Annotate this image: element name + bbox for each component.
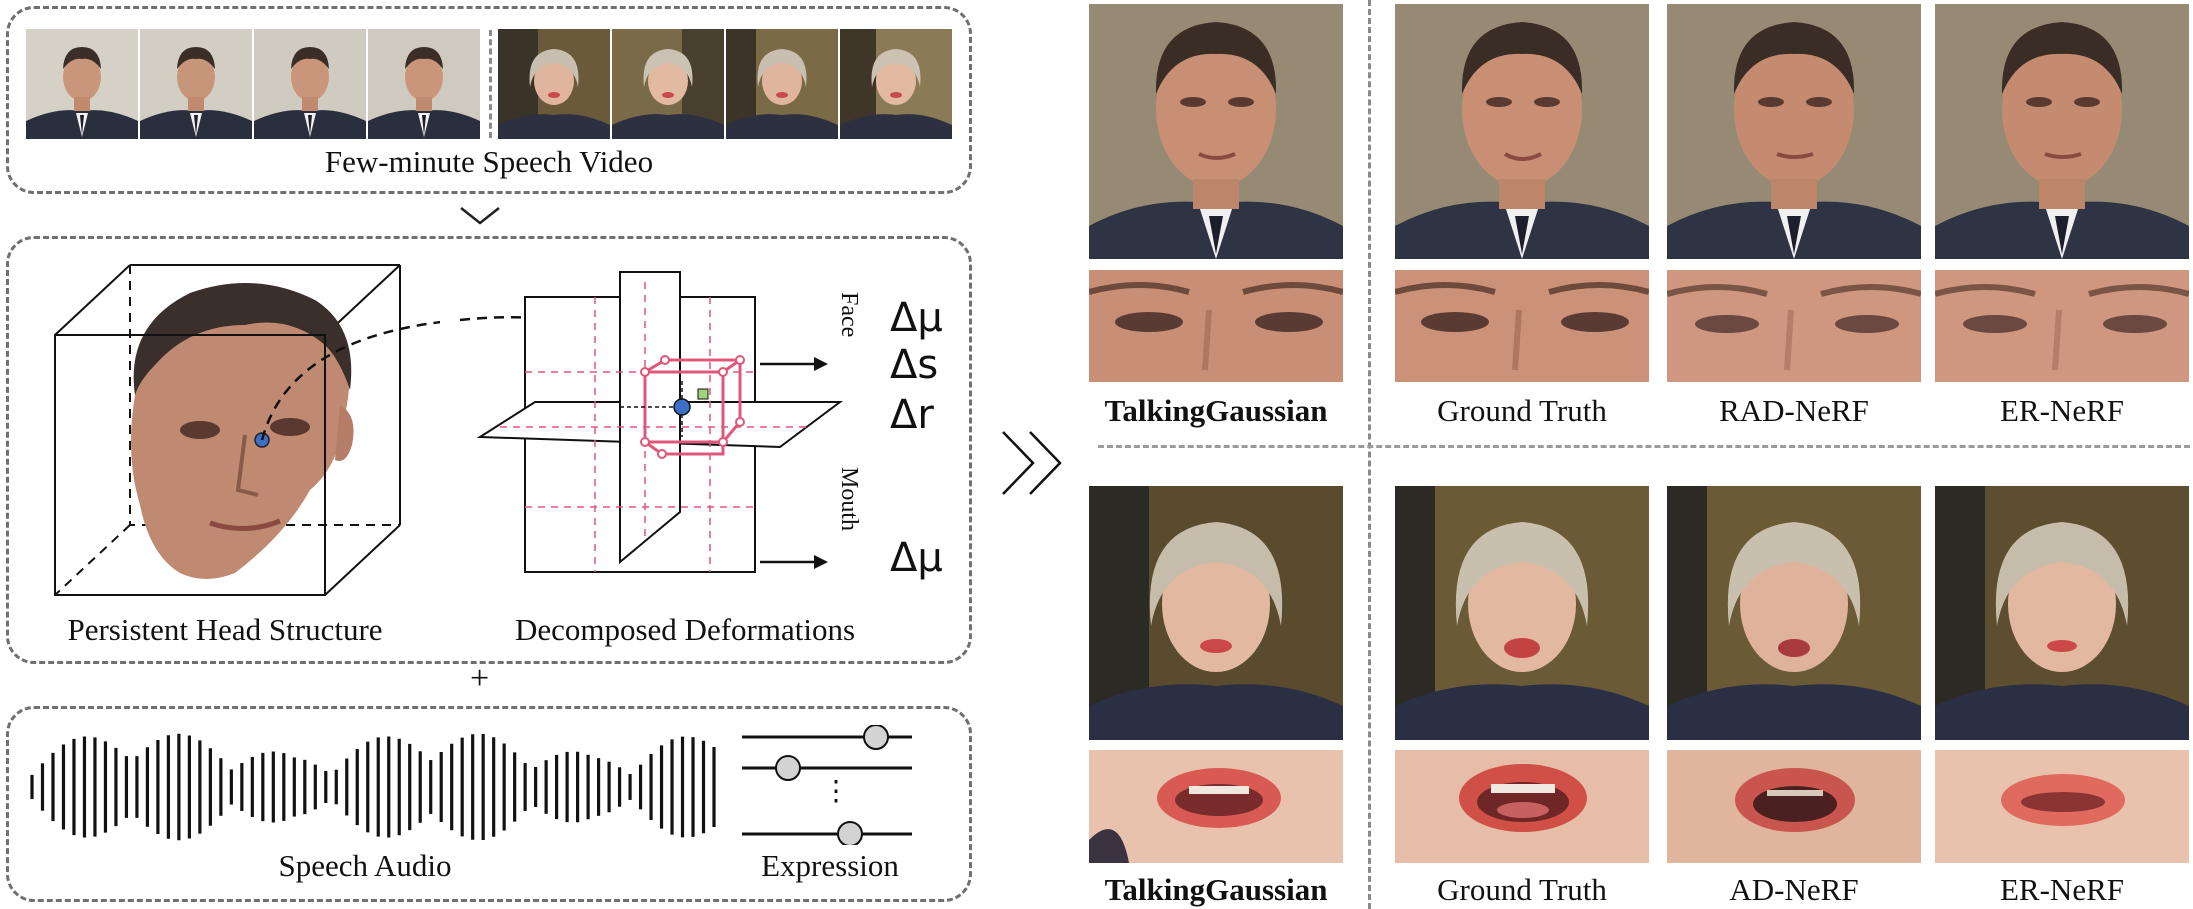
method-label-ours: TalkingGaussian	[1104, 872, 1328, 907]
mouth-delta-mu: Δμ	[890, 535, 943, 581]
deformation-diagram	[476, 271, 843, 573]
divider	[1368, 0, 1371, 909]
method-label-ours: TalkingGaussian	[1104, 393, 1328, 428]
result-face	[1395, 486, 1649, 740]
video-frame	[726, 29, 838, 139]
result-eye-crop	[1667, 270, 1921, 382]
video-panel	[6, 6, 972, 194]
result-eye-crop	[1935, 270, 2189, 382]
double-chevron-right-icon	[1002, 431, 1062, 495]
result-face	[1089, 486, 1343, 740]
deform-caption: Decomposed Deformations	[514, 612, 856, 647]
method-label: RAD-NeRF	[1719, 393, 1869, 428]
method-label: Ground Truth	[1437, 872, 1607, 907]
head-mesh	[131, 283, 354, 579]
result-mouth-crop	[1935, 750, 2189, 863]
audio-caption: Speech Audio	[278, 848, 452, 883]
result-mouth-crop	[1667, 750, 1921, 863]
method-label: AD-NeRF	[1729, 872, 1859, 907]
method-label: ER-NeRF	[2000, 393, 2124, 428]
result-face	[1089, 4, 1343, 259]
plus-sign: +	[470, 660, 490, 697]
chevron-down-icon	[460, 207, 500, 225]
video-frame	[254, 29, 366, 139]
result-mouth-crop	[1395, 750, 1649, 863]
video-frame	[368, 29, 480, 139]
result-eye-crop	[1089, 270, 1343, 382]
face-delta-mu: Δμ	[890, 295, 943, 341]
vertical-ellipsis: ⋮	[822, 776, 850, 807]
expression-caption: Expression	[761, 848, 899, 883]
video-frame	[140, 29, 252, 139]
result-mouth-crop	[1089, 750, 1343, 863]
head-caption: Persistent Head Structure	[67, 612, 383, 647]
video-frame	[840, 29, 952, 139]
face-label: Face	[836, 292, 862, 338]
mouth-label: Mouth	[836, 467, 862, 532]
video-caption: Few-minute Speech Video	[324, 144, 654, 179]
expression-sliders	[742, 725, 912, 845]
face-delta-s: Δs	[890, 342, 939, 388]
condition-panel	[6, 706, 972, 902]
result-face	[1667, 4, 1921, 259]
result-face	[1935, 4, 2189, 259]
result-face	[1395, 4, 1649, 259]
face-delta-r: Δr	[890, 392, 934, 438]
video-frame	[26, 29, 138, 139]
result-eye-crop	[1395, 270, 1649, 382]
divider	[489, 30, 492, 138]
speech-waveform	[30, 733, 716, 841]
model-panel	[6, 236, 972, 664]
head-structure-diagram	[54, 264, 440, 596]
divider	[1098, 445, 2190, 448]
result-face	[1935, 486, 2189, 740]
video-frame	[498, 29, 610, 139]
video-frame	[612, 29, 724, 139]
result-face	[1667, 486, 1921, 740]
method-label: Ground Truth	[1437, 393, 1607, 428]
method-label: ER-NeRF	[2000, 872, 2124, 907]
